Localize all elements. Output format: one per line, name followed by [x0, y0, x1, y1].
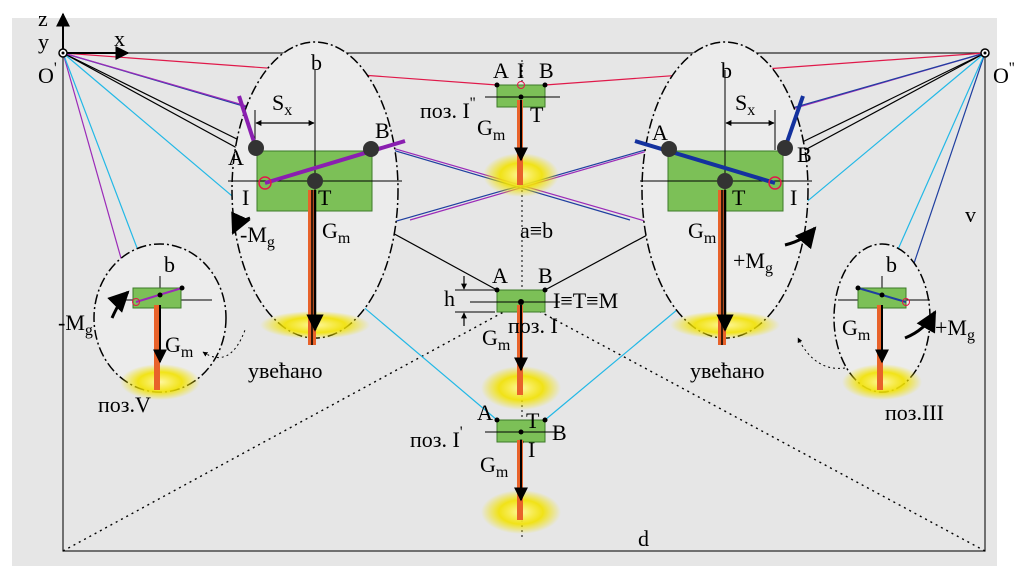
top-G-label: Gm — [477, 115, 506, 144]
right-enlarged-caption: увећано — [690, 358, 765, 383]
smallright-b-label: b — [886, 252, 897, 277]
left-A-label: A — [228, 145, 244, 170]
left-G-label: Gm — [322, 218, 351, 247]
dim-d-label: d — [638, 526, 649, 551]
top-B-label: B — [539, 58, 554, 83]
right-b-label: b — [721, 58, 732, 83]
y-axis-label: y — [38, 29, 49, 54]
dim-h-label: h — [444, 286, 455, 311]
pos-I-bottom-label: поз. I' — [410, 424, 463, 452]
right-B-label: B — [797, 142, 812, 167]
pos-III-label: поз.III — [885, 400, 944, 425]
left-B-label: B — [375, 118, 390, 143]
top-I-label: I — [517, 58, 524, 83]
right-G-label: Gm — [688, 218, 717, 247]
left-Sx-label: Sx — [272, 90, 292, 119]
pos-I-top-label: поз. I'' — [420, 95, 476, 123]
left-I-label: I — [242, 185, 249, 210]
smallleft-M-label: -Mg — [58, 310, 93, 339]
right-A-label: A — [652, 120, 668, 145]
smallleft-G-label: Gm — [165, 332, 194, 361]
smallleft-b-label: b — [164, 252, 175, 277]
left-origin-label: O' — [38, 60, 57, 88]
left-M-label: -Mg — [240, 222, 275, 251]
right-I-label: I — [790, 185, 797, 210]
left-T-label: T — [318, 185, 332, 210]
mid-B-label: B — [538, 263, 553, 288]
dotted-diagonal-right — [521, 301, 986, 552]
bottom-T-label: T — [526, 408, 540, 433]
mid-A-label: A — [492, 263, 508, 288]
x-axis-label: x — [114, 26, 125, 51]
bottom-A-label: A — [477, 400, 493, 425]
right-M-label: +Mg — [733, 248, 773, 277]
top-T-label: T — [530, 102, 544, 127]
pos-I-label: поз. I — [508, 313, 558, 338]
a-equiv-b-label: a≡b — [520, 218, 553, 243]
dim-v-label: v — [965, 202, 976, 227]
right-T-label: T — [732, 185, 746, 210]
smallright-G-label: Gm — [842, 315, 871, 344]
left-enlarged-caption: увећано — [248, 358, 323, 383]
bottom-B-label: B — [552, 420, 567, 445]
left-b-label: b — [311, 50, 322, 75]
bottom-G-label: Gm — [480, 452, 509, 481]
pos-V-label: поз.V — [98, 392, 151, 417]
z-axis-label: z — [38, 6, 48, 31]
right-origin-label: O'' — [993, 60, 1015, 88]
mid-G-label: Gm — [482, 325, 511, 354]
frame-rectangle — [62, 52, 986, 552]
mid-ITM-label: I≡T≡M — [553, 288, 618, 313]
right-Sx-label: Sx — [735, 90, 755, 119]
top-A-label: A — [493, 58, 509, 83]
smallright-M-label: +Mg — [935, 315, 975, 344]
bottom-I-label: I — [528, 437, 535, 462]
